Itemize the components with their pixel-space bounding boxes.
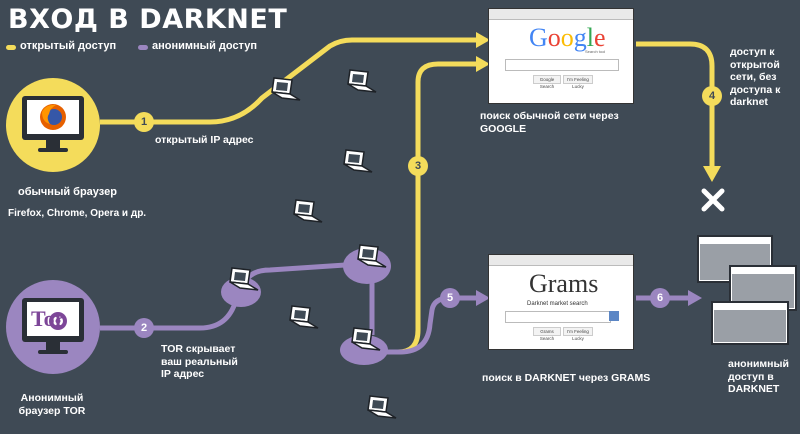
google-to-darknet-arrowhead (703, 166, 721, 182)
laptop-icon (343, 149, 373, 173)
tor-browser-circle: Tor (6, 280, 100, 374)
laptop-icon (357, 244, 387, 268)
google-caption: поиск обычной сети через GOOGLE (480, 110, 619, 135)
step-badge-5: 5 (440, 288, 460, 308)
legend-open-label: открытый доступ (20, 40, 117, 52)
normal-browser-sub: Firefox, Chrome, Opera и др. (8, 208, 147, 219)
page-title: ВХОД В DARKNET (8, 4, 288, 35)
step-label-1: открытый IP адрес (155, 134, 254, 146)
relay-halo-2 (343, 248, 391, 284)
google-search-input[interactable] (505, 59, 619, 71)
normal-browser-circle (6, 78, 100, 172)
google-logo: Google (529, 23, 606, 52)
laptop-icon (367, 395, 397, 419)
legend-open-swatch (6, 45, 16, 50)
monitor-icon (22, 96, 84, 152)
tor-browser-label: Анонимный браузер TOR (18, 392, 86, 417)
tor-to-grams-arrowhead (476, 290, 490, 306)
google-to-darknet-line (636, 41, 715, 170)
laptop-icon (351, 327, 381, 351)
tor-logo-text: Tor (31, 306, 65, 331)
legend-anon-swatch (138, 45, 148, 50)
step-badge-1: 1 (134, 112, 154, 132)
laptop-icon (289, 305, 319, 329)
google-lucky-button[interactable]: I'm Feeling Lucky (563, 75, 593, 89)
step-badge-3: 3 (408, 156, 428, 176)
grams-search-input[interactable] (505, 311, 611, 323)
darknet-caption: анонимный доступ в DARKNET (728, 358, 789, 396)
window-titlebar (489, 9, 633, 20)
open-route-arrowhead (476, 32, 490, 48)
laptop-icon (229, 267, 259, 291)
blocked-x-icon (701, 188, 725, 212)
grams-window: Grams Darknet market search Grams Search… (488, 254, 634, 350)
laptop-icon (293, 199, 323, 223)
step-label-4: доступ к открытой сети, без доступа к da… (730, 46, 781, 109)
google-tagline: Search tool (585, 49, 606, 54)
darknet-windows-icon (697, 235, 797, 345)
google-search-button[interactable]: Google Search (533, 75, 561, 89)
google-window: Google Search tool Google Search I'm Fee… (488, 8, 634, 104)
normal-browser-label: обычный браузер (18, 186, 117, 198)
grams-subtitle: Darknet market search (527, 301, 588, 307)
firefox-icon (40, 104, 66, 130)
tor-onion-icon (49, 312, 67, 330)
grams-to-darknet-arrowhead (688, 290, 702, 306)
step-badge-2: 2 (134, 318, 154, 338)
grams-search-icon[interactable] (609, 311, 619, 321)
step-badge-6: 6 (650, 288, 670, 308)
relay-halo-1 (221, 277, 261, 307)
legend-anon-label: анонимный доступ (152, 40, 257, 52)
monitor-icon (22, 298, 84, 354)
grams-search-button[interactable]: Grams Search (533, 327, 561, 341)
step-label-2: TOR скрывает ваш реальный IP адрес (161, 343, 238, 381)
window-titlebar (489, 255, 633, 266)
tor-to-google-arrowhead (476, 56, 490, 72)
step-badge-4: 4 (702, 86, 722, 106)
laptop-icon (347, 69, 377, 93)
open-route-line (100, 37, 478, 125)
grams-logo: Grams (529, 269, 599, 298)
grams-caption: поиск в DARKNET через GRAMS (482, 372, 651, 384)
laptop-icon (271, 77, 301, 101)
grams-lucky-button[interactable]: I'm Feeling Lucky (563, 327, 593, 341)
